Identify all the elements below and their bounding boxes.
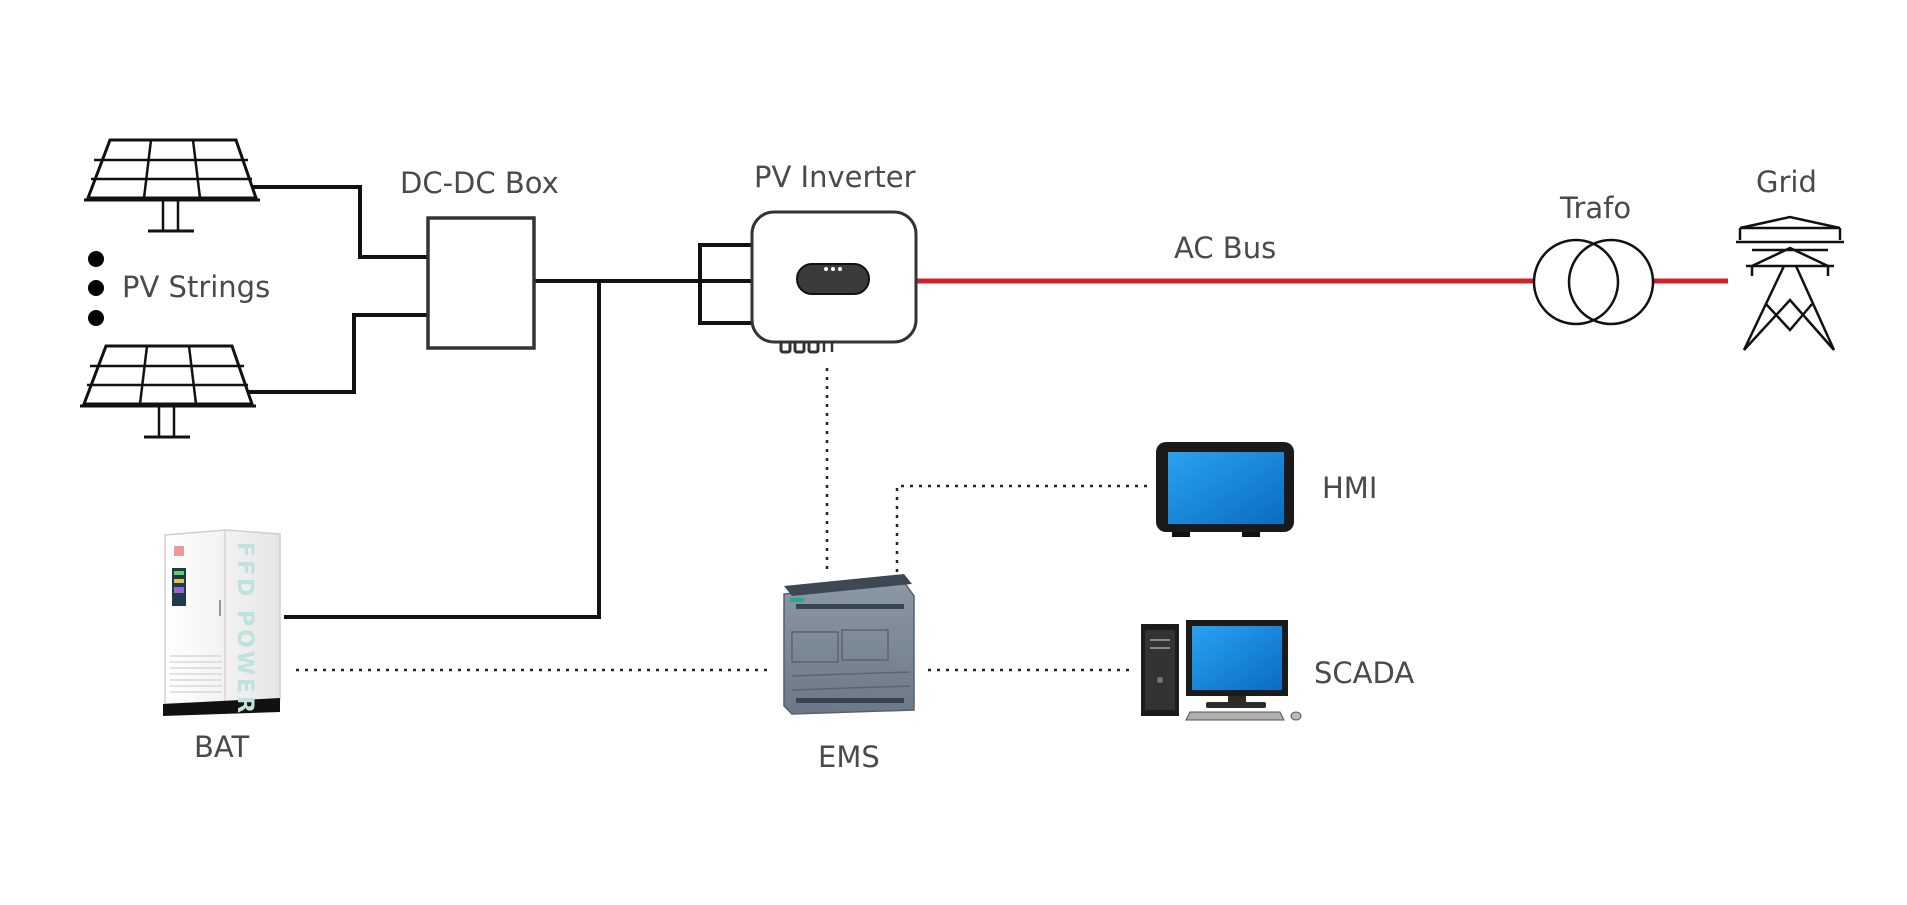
comm-links [296,368,1152,672]
dc-dc-box-label: DC-DC Box [400,166,559,200]
tablet-hmi-icon [1156,442,1294,537]
transformer-icon [1532,238,1655,326]
plc-controller-icon [783,574,915,715]
desktop-computer-icon [1141,620,1302,721]
pv-strings-dots [88,251,104,326]
scada-label: SCADA [1314,656,1414,690]
bat-label: BAT [194,730,249,764]
dc-dc-box-icon [426,216,536,350]
battery-cabinet-icon: FFD POWER [163,529,281,716]
ems-label: EMS [818,740,880,774]
hmi-label: HMI [1322,471,1377,505]
dc-wiring [244,185,752,619]
inverter-dc-inputs [698,243,752,325]
pv-string-bottom-wire [244,313,428,394]
transmission-tower-icon [1736,215,1844,351]
pv-inverter-label: PV Inverter [754,160,916,194]
battery-wire [284,281,601,619]
pv-strings-label: PV Strings [122,270,270,304]
pv-string-top-wire [250,185,428,259]
trafo-label: Trafo [1559,191,1631,225]
solar-panel-icon [84,138,260,233]
grid-label: Grid [1756,165,1817,199]
ac-bus-label: AC Bus [1174,231,1276,265]
inverter-icon [750,210,918,354]
battery-brand-text: FFD POWER [232,542,257,716]
solar-panel-icon [80,344,256,439]
ems-hmi-link [895,484,1152,572]
